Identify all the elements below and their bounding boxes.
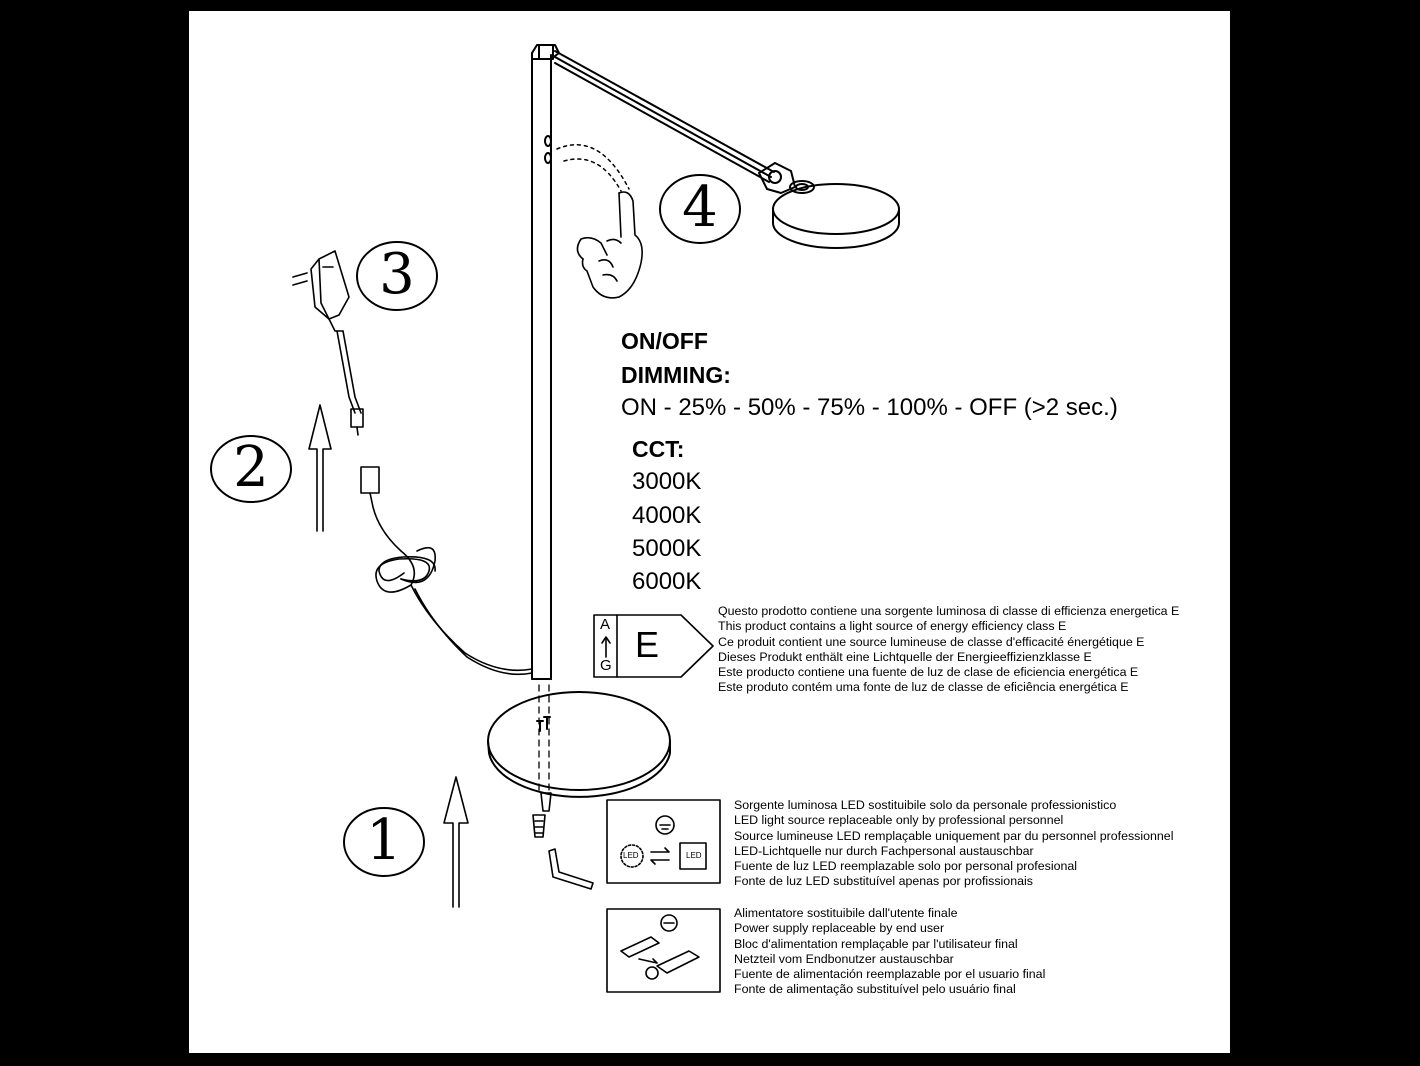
step-number-4: 4	[682, 175, 718, 240]
hex-key-icon	[548, 848, 594, 890]
lamp-base	[487, 684, 671, 798]
step-number-3: 3	[379, 242, 415, 307]
energy-label	[593, 614, 714, 678]
power-notice-text: Alimentatore sostituibile dall'utente fi…	[734, 906, 1045, 998]
power-cable	[360, 466, 533, 676]
touch-button-icon	[544, 152, 552, 164]
lamp-arm	[554, 50, 796, 194]
power-adapter	[292, 250, 364, 436]
instruction-sheet: 1 2 3 4 ON/OFF DIMMING: ON - 25% - 50% -…	[189, 11, 1230, 1053]
step-circles	[210, 174, 741, 877]
energy-text-line: Ce produit contient une source lumineuse…	[718, 634, 1145, 649]
cct-value: 5000K	[632, 535, 702, 562]
energy-text-line: Dieses Produkt enthält eine Lichtquelle …	[718, 649, 1092, 664]
power-text-line: Netzteil vom Endbonutzer austauschbar	[734, 951, 954, 966]
led-text-line: Fonte de luz LED substituível apenas por…	[734, 874, 1033, 889]
led-notice-text: Sorgente luminosa LED sostituibile solo …	[734, 798, 1173, 890]
power-text-line: Bloc d'alimentation remplaçable par l'ut…	[734, 936, 1018, 951]
energy-text-line: Questo prodotto contiene una sorgente lu…	[718, 604, 1180, 618]
step-number-1: 1	[366, 808, 402, 873]
energy-text-line: This product contains a light source of …	[718, 619, 1067, 634]
led-text-line: LED-Lichtquelle nur durch Fachpersonal a…	[734, 843, 1034, 858]
energy-scale-top: A	[600, 616, 611, 633]
energy-scale-bottom: G	[600, 657, 612, 674]
step-number-2: 2	[233, 435, 269, 500]
assembly-illustration	[210, 44, 900, 993]
energy-class-letter: E	[635, 624, 660, 665]
cct-value: 6000K	[632, 568, 702, 595]
led-notice-box	[606, 799, 721, 884]
gesture-arc	[563, 158, 622, 192]
cct-value: 3000K	[632, 468, 702, 495]
touch-button-icon	[544, 135, 552, 147]
led-text-line: Source lumineuse LED remplaçable uniquem…	[734, 828, 1174, 843]
led-text-line: Fuente de luz LED reemplazable solo por …	[734, 859, 1078, 874]
power-text-line: Power supply replaceable by end user	[734, 921, 945, 936]
power-supply-notice-box	[606, 908, 721, 993]
energy-class-text: Questo prodotto contiene una sorgente lu…	[718, 604, 1179, 696]
cct-heading: CCT:	[632, 436, 685, 462]
onoff-label: ON/OFF	[621, 328, 708, 354]
dimming-sequence: ON - 25% - 50% - 75% - 100% - OFF (>2 se…	[621, 394, 1118, 421]
energy-text-line: Este produto contém uma fonte de luz de …	[718, 680, 1129, 695]
led-icon-label: LED	[686, 851, 702, 860]
led-icon-label: LED	[623, 851, 639, 860]
energy-text-line: Este producto contiene una fuente de luz…	[718, 665, 1139, 680]
power-text-line: Fuente de alimentación reemplazable por …	[734, 967, 1046, 982]
power-text-line: Alimentatore sostituibile dall'utente fi…	[734, 906, 958, 920]
led-text-line: Sorgente luminosa LED sostituibile solo …	[734, 798, 1117, 812]
gesture-arc	[556, 144, 630, 190]
cct-value: 4000K	[632, 502, 702, 529]
lamp-head	[772, 180, 900, 249]
hand-icon	[576, 191, 643, 299]
up-arrow-icon	[308, 404, 332, 532]
screw-icon	[532, 792, 552, 838]
power-text-line: Fonte de alimentação substituível pelo u…	[734, 982, 1016, 997]
led-text-line: LED light source replaceable only by pro…	[734, 813, 1064, 828]
up-arrow-icon	[443, 776, 469, 908]
dimming-label: DIMMING:	[621, 362, 731, 388]
